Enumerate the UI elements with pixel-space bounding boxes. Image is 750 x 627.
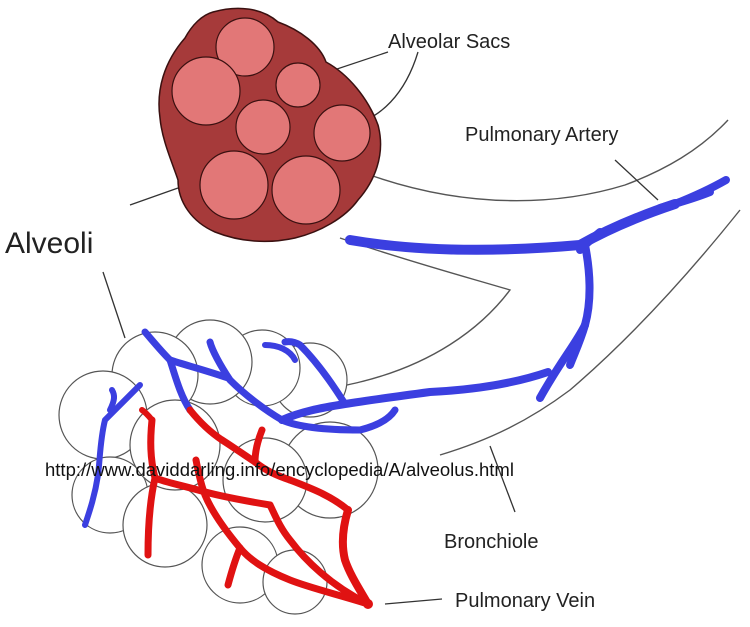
pulmonary-vein-vessels: [139, 406, 373, 609]
alveolar-sac-cluster: [158, 7, 382, 243]
pulmonary-artery-vessels: [82, 176, 730, 528]
source-url-watermark: http://www.daviddarling.info/encyclopedi…: [45, 459, 514, 480]
sac-chamber: [271, 155, 341, 225]
sac-chamber: [215, 17, 275, 77]
label-pulmonary-vein: Pulmonary Vein: [455, 590, 595, 612]
label-bronchiole: Bronchiole: [444, 531, 539, 553]
sac-chamber: [171, 56, 241, 126]
leader-lines: [102, 51, 659, 605]
label-pulmonary-artery: Pulmonary Artery: [465, 124, 618, 146]
alveolus: [122, 482, 208, 568]
alveolar-sac-chambers: [171, 17, 371, 225]
sac-chamber: [199, 150, 269, 220]
sac-chamber: [313, 104, 371, 162]
label-alveolar-sacs: Alveolar Sacs: [388, 31, 510, 53]
label-alveoli: Alveoli: [5, 227, 93, 260]
sac-chamber: [275, 62, 321, 108]
sac-chamber: [235, 99, 291, 155]
